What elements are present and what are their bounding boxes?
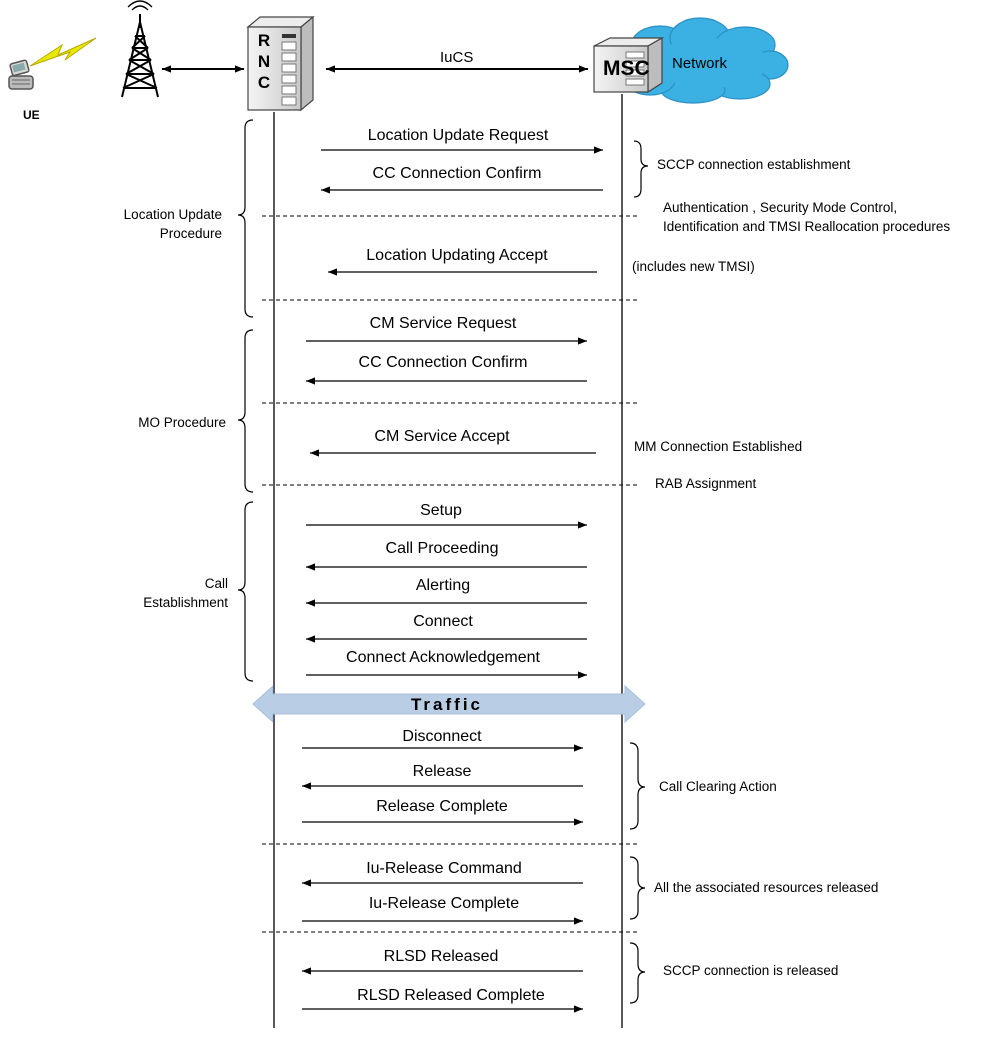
lightning-icon (29, 37, 97, 67)
brace-sccp-released (629, 942, 646, 1004)
message-label: Connect Acknowledgement (346, 649, 540, 666)
message-label: RLSD Released Complete (357, 987, 545, 1004)
brace-resources-released (629, 856, 646, 920)
brace-call-establishment (237, 501, 254, 682)
procedure-mo: MO Procedure (138, 415, 226, 430)
brace-mo-procedure (237, 329, 254, 493)
traffic-label: Traffic (410, 695, 484, 714)
traffic-arrow (252, 684, 646, 724)
note-auth-line1: Authentication , Security Mode Control, (663, 200, 898, 215)
message-label: Disconnect (402, 728, 482, 745)
message-label: CC Connection Confirm (358, 354, 528, 371)
iucs-label: IuCS (440, 49, 474, 66)
brace-sccp-establishment (633, 140, 649, 198)
message-label: Connect (413, 613, 473, 630)
msc-server-icon (593, 36, 665, 94)
rnc-label: R N C (257, 31, 271, 92)
ue-label: UE (23, 108, 40, 122)
message-arrows (302, 146, 603, 1013)
brace-call-clearing (629, 742, 646, 830)
message-label: Release (412, 763, 472, 780)
message-label: Setup (420, 502, 462, 519)
procedure-location-update: Location Update Procedure (123, 207, 222, 241)
message-label: Location Updating Accept (366, 247, 548, 264)
mobile-phone-icon (8, 59, 34, 90)
message-label: Call Proceeding (385, 540, 499, 557)
network-label: Network (672, 55, 728, 72)
message-label: Release Complete (376, 798, 508, 815)
tower-icon (121, 0, 159, 98)
right-braces (629, 140, 649, 1004)
note-rab-assignment: RAB Assignment (655, 476, 757, 491)
message-label: CM Service Accept (374, 428, 510, 445)
note-sccp-released: SCCP connection is released (663, 963, 839, 978)
message-label: Iu-Release Complete (368, 895, 520, 912)
note-new-tmsi: (includes new TMSI) (632, 259, 755, 274)
brace-location-update (237, 119, 254, 318)
msc-label: MSC (603, 57, 650, 80)
rnc-server-icon (246, 15, 315, 112)
message-label: RLSD Released (383, 948, 499, 965)
note-call-clearing: Call Clearing Action (659, 779, 777, 794)
message-label: Iu-Release Command (366, 860, 522, 877)
message-label: Alerting (415, 577, 471, 594)
note-auth-line2: Identification and TMSI Reallocation pro… (663, 219, 951, 234)
left-braces (237, 119, 254, 682)
message-label: CM Service Request (369, 315, 517, 332)
note-sccp-establishment: SCCP connection establishment (657, 157, 851, 172)
note-resources-released: All the associated resources released (654, 880, 879, 895)
message-label: Location Update Request (367, 127, 549, 144)
procedure-call-establishment: Call Establishment (143, 576, 228, 610)
note-mm-connection: MM Connection Established (634, 439, 803, 454)
message-label: CC Connection Confirm (372, 165, 542, 182)
